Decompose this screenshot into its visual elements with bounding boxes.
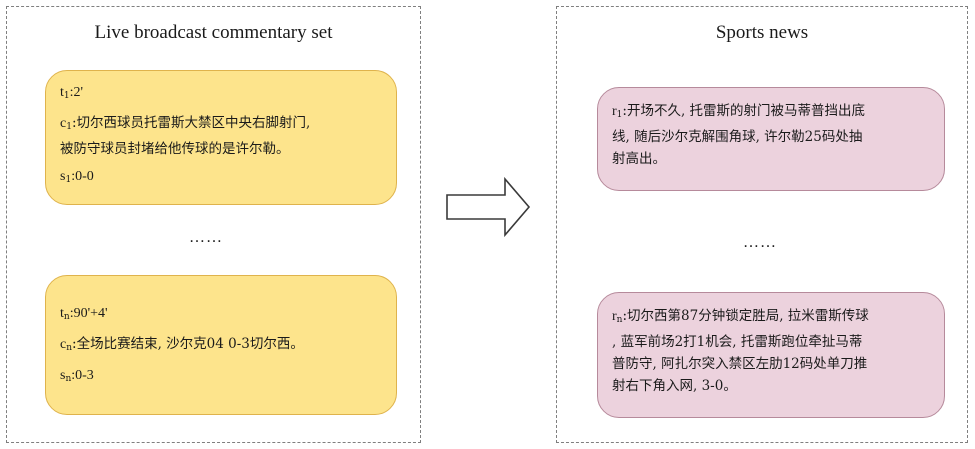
commentary-panel-title: Live broadcast commentary set (94, 22, 333, 43)
commentary-time: t1:2' (60, 85, 84, 101)
news-ellipsis: …… (743, 234, 777, 251)
commentary-text-continued: 被防守球员封堵给他传球的是许尔勒。 (60, 141, 290, 157)
news-text-continued: 射右下角入网, 3-0。 (612, 378, 737, 394)
commentary-text: cn:全场比赛结束, 沙尔克04 0-3切尔西。 (60, 336, 304, 353)
commentary-score: sn:0-3 (60, 368, 94, 384)
news-text: r1:开场不久, 托雷斯的射门被马蒂普挡出底 (612, 103, 866, 120)
commentary-card-first: t1:2' c1:切尔西球员托雷斯大禁区中央右脚射门, 被防守球员封堵给他传球的… (45, 70, 397, 205)
news-text-continued: 射高出。 (612, 151, 666, 167)
news-text-continued: , 蓝军前场2打1机会, 托雷斯跑位牵扯马蒂 (612, 334, 863, 350)
news-text-continued: 线, 随后沙尔克解围角球, 许尔勒25码处抽 (612, 129, 863, 145)
commentary-score: s1:0-0 (60, 169, 94, 185)
commentary-text: c1:切尔西球员托雷斯大禁区中央右脚射门, (60, 115, 311, 132)
news-panel-title: Sports news (715, 22, 809, 43)
news-card-first: r1:开场不久, 托雷斯的射门被马蒂普挡出底 线, 随后沙尔克解围角球, 许尔勒… (597, 87, 945, 191)
commentary-panel: Live broadcast commentary set t1:2' c1:切… (6, 6, 421, 443)
news-panel: Sports news r1:开场不久, 托雷斯的射门被马蒂普挡出底 线, 随后… (556, 6, 968, 443)
news-text-continued: 普防守, 阿扎尔突入禁区左肋12码处单刀推 (612, 356, 868, 372)
commentary-ellipsis: …… (189, 229, 223, 246)
commentary-time: tn:90'+4' (60, 306, 108, 322)
news-text: rn:切尔西第87分钟锁定胜局, 拉米雷斯传球 (612, 308, 869, 325)
right-arrow-icon (446, 176, 531, 238)
commentary-card-last: tn:90'+4' cn:全场比赛结束, 沙尔克04 0-3切尔西。 sn:0-… (45, 275, 397, 415)
news-card-last: rn:切尔西第87分钟锁定胜局, 拉米雷斯传球 , 蓝军前场2打1机会, 托雷斯… (597, 292, 945, 418)
